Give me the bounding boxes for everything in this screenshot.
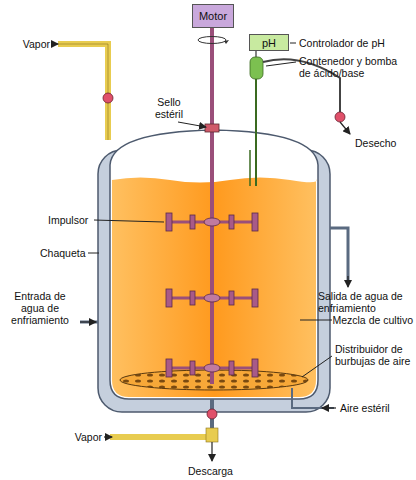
box-label: Motor bbox=[199, 10, 227, 22]
callout-label: Entrada de agua de enfriamiento bbox=[3, 290, 77, 326]
box-label: pH bbox=[262, 37, 276, 49]
callout-label: Vapor bbox=[23, 38, 50, 50]
callout-label: Desecho bbox=[355, 137, 396, 149]
callout-label: Mezcla de cultivo bbox=[332, 314, 413, 326]
motor-box: Motor bbox=[192, 4, 234, 28]
callout-label: Chaqueta bbox=[40, 247, 86, 259]
callout-label: Aire estéril bbox=[340, 402, 390, 414]
callout-label: Vapor bbox=[75, 431, 102, 443]
callout-label: Salida de agua de enfriamiento bbox=[318, 290, 410, 314]
callout-label: Descarga bbox=[188, 465, 233, 477]
callout-label: Contenedor y bomba de ácido/base bbox=[299, 55, 403, 79]
callout-label: Controlador de pH bbox=[299, 37, 385, 49]
callout-label: Impulsor bbox=[48, 214, 88, 226]
callout-label: Distribuidor de burbujas de aire bbox=[335, 343, 413, 367]
ph-controller-box: pH bbox=[249, 34, 289, 51]
callout-label: Sello estéril bbox=[146, 96, 192, 120]
